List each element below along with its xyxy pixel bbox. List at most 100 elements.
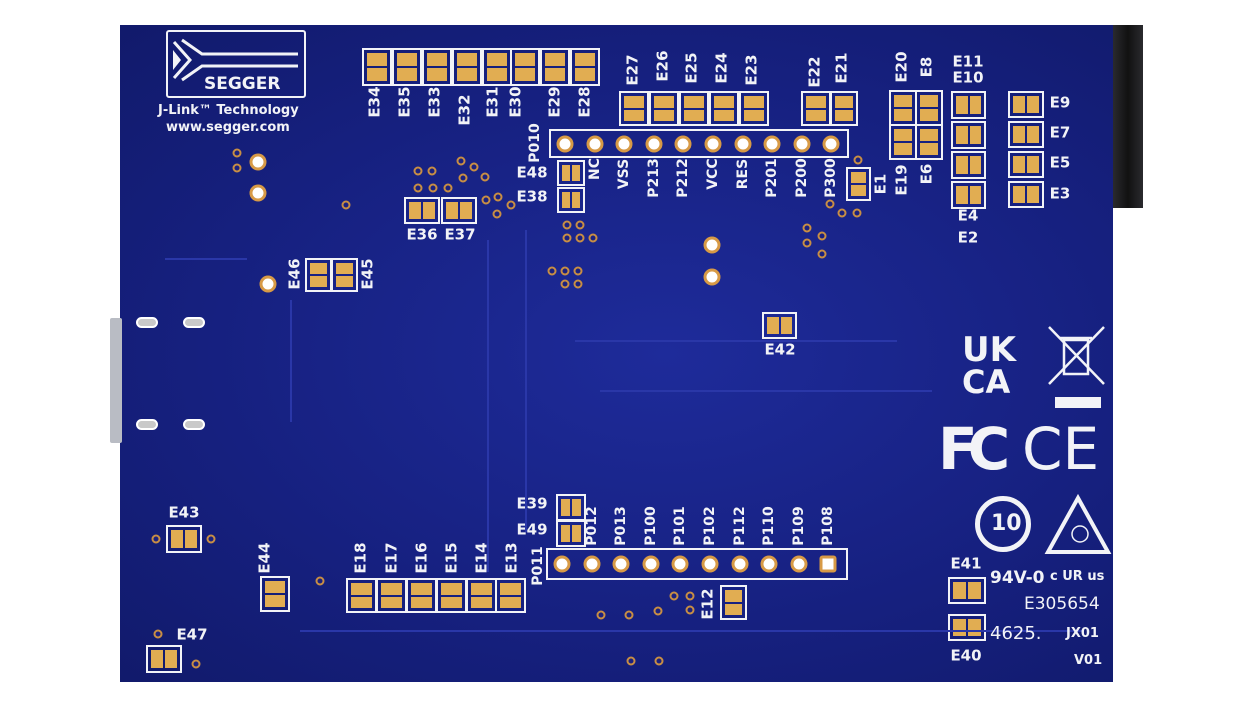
solder-pad xyxy=(968,582,981,599)
jumper-e18[interactable] xyxy=(346,578,377,613)
solder-pad xyxy=(806,96,826,108)
header-pin-hole[interactable] xyxy=(642,555,660,573)
jumper-e22[interactable] xyxy=(801,91,831,126)
jumper-e19[interactable] xyxy=(889,124,917,160)
solder-pad xyxy=(411,596,432,608)
header-pin-hole[interactable] xyxy=(734,135,752,152)
jumper-e17[interactable] xyxy=(376,578,407,613)
solder-pad xyxy=(684,109,704,121)
header-pin-hole[interactable] xyxy=(701,555,719,573)
pcb-trace xyxy=(575,340,897,342)
jumper-e46[interactable] xyxy=(305,258,332,292)
jumper-e12[interactable] xyxy=(720,585,747,620)
jumper-e2[interactable] xyxy=(951,181,986,209)
solder-pad xyxy=(336,263,353,274)
jumper-e48[interactable] xyxy=(557,160,585,186)
pin-label: P200 xyxy=(793,158,810,198)
jumper-e37[interactable] xyxy=(441,197,477,224)
header-pin-hole[interactable] xyxy=(553,555,571,573)
jumper-e8[interactable] xyxy=(915,90,943,126)
header-pin-hole[interactable] xyxy=(760,555,778,573)
via xyxy=(458,173,468,183)
jumper-label: E8 xyxy=(917,56,936,78)
jumper-label: E11 xyxy=(952,52,984,71)
jumper-e31[interactable] xyxy=(482,48,512,86)
jumper-label: E4 xyxy=(957,206,979,225)
header-pin-hole[interactable] xyxy=(612,555,630,573)
jumper-e43[interactable] xyxy=(166,525,202,553)
jumper-e4[interactable] xyxy=(951,151,986,179)
jumper-e13[interactable] xyxy=(495,578,526,613)
solder-pad xyxy=(835,109,853,121)
header-pin-hole[interactable] xyxy=(556,135,574,152)
jumper-e5[interactable] xyxy=(1008,151,1044,178)
jumper-e25[interactable] xyxy=(679,91,709,126)
jumper-e36[interactable] xyxy=(404,197,440,224)
jumper-label: E12 xyxy=(698,588,717,620)
via xyxy=(669,591,679,601)
jumper-e6[interactable] xyxy=(915,124,943,160)
jumper-e14[interactable] xyxy=(466,578,497,613)
header-pin-hole[interactable] xyxy=(586,135,604,152)
jumper-e16[interactable] xyxy=(406,578,437,613)
jumper-e40[interactable] xyxy=(948,614,986,641)
via xyxy=(817,249,827,259)
jumper-label: E37 xyxy=(444,225,476,244)
header-pin-hole[interactable] xyxy=(615,135,633,152)
via xyxy=(653,606,663,616)
via xyxy=(413,183,423,193)
solder-pad xyxy=(185,530,197,548)
jumper-e3[interactable] xyxy=(1008,181,1044,208)
jumper-e32[interactable] xyxy=(452,48,482,86)
jumper-e30[interactable] xyxy=(510,48,540,86)
solder-pad xyxy=(381,596,402,608)
jumper-e35[interactable] xyxy=(392,48,422,86)
solder-pad xyxy=(572,499,581,516)
ce-mark: CE xyxy=(1022,415,1100,483)
jumper-e7[interactable] xyxy=(1008,121,1044,148)
jumper-e27[interactable] xyxy=(619,91,649,126)
header-pin-hole[interactable] xyxy=(822,135,840,152)
jumper-e44[interactable] xyxy=(260,576,290,612)
jumper-e49[interactable] xyxy=(556,520,586,547)
solder-pad xyxy=(953,619,966,636)
jumper-label: E43 xyxy=(168,503,200,522)
jumper-e24[interactable] xyxy=(709,91,739,126)
jumper-e9[interactable] xyxy=(1008,91,1044,118)
header-pin-hole[interactable] xyxy=(790,555,808,573)
jumper-e26[interactable] xyxy=(649,91,679,126)
header-pin-hole[interactable] xyxy=(704,135,722,152)
header-pin-hole[interactable] xyxy=(674,135,692,152)
jumper-label: E26 xyxy=(653,50,672,82)
jumper-e33[interactable] xyxy=(422,48,452,86)
jumper-e15[interactable] xyxy=(436,578,467,613)
pin-label: P109 xyxy=(790,506,807,546)
header-pin-hole[interactable] xyxy=(819,555,837,573)
jumper-e28[interactable] xyxy=(570,48,600,86)
jumper-e20[interactable] xyxy=(889,90,917,126)
jumper-e1[interactable] xyxy=(846,167,871,201)
jumper-e41[interactable] xyxy=(948,577,986,604)
solder-pad xyxy=(1013,186,1025,203)
jumper-e38[interactable] xyxy=(557,187,585,213)
solder-pad xyxy=(471,583,492,595)
jumper-e34[interactable] xyxy=(362,48,392,86)
jumper-e10[interactable] xyxy=(951,121,986,149)
jumper-e42[interactable] xyxy=(762,312,797,339)
jumper-label: E48 xyxy=(516,163,548,182)
header-pin-hole[interactable] xyxy=(793,135,811,152)
header-pin-hole[interactable] xyxy=(731,555,749,573)
header-pin-hole[interactable] xyxy=(583,555,601,573)
jumper-e11[interactable] xyxy=(951,91,986,119)
jumper-e21[interactable] xyxy=(830,91,858,126)
solder-pad xyxy=(171,530,183,548)
header-pin-hole[interactable] xyxy=(671,555,689,573)
jumper-e29[interactable] xyxy=(540,48,570,86)
jumper-e45[interactable] xyxy=(331,258,358,292)
jumper-label: E41 xyxy=(950,554,982,573)
jumper-e39[interactable] xyxy=(556,494,586,521)
jumper-e47[interactable] xyxy=(146,645,182,673)
header-pin-hole[interactable] xyxy=(645,135,663,152)
jumper-e23[interactable] xyxy=(739,91,769,126)
header-pin-hole[interactable] xyxy=(763,135,781,152)
